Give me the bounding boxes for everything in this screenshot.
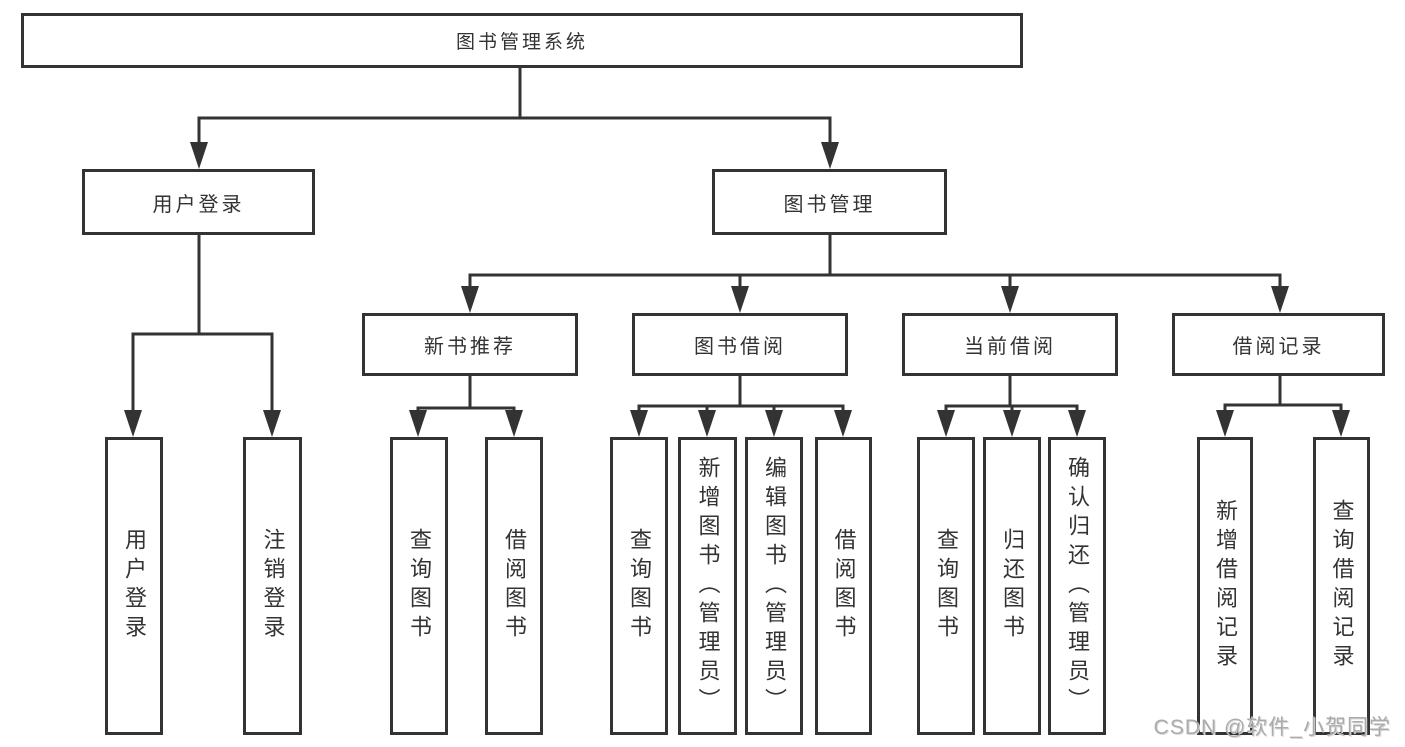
arrowhead-icon bbox=[821, 142, 839, 169]
arrowhead-icon bbox=[461, 286, 479, 313]
node-leaf-query-books-2: 查询图书 bbox=[610, 437, 668, 735]
arrowhead-icon bbox=[190, 142, 208, 169]
node-leaf-add-record: 新增借阅记录 bbox=[1197, 437, 1253, 735]
arrowhead-icon bbox=[1003, 410, 1021, 437]
node-leaf-return-books: 归还图书 bbox=[983, 437, 1041, 735]
node-leaf-user-login: 用户登录 bbox=[105, 437, 163, 735]
node-book-management: 图书管理 bbox=[712, 169, 947, 235]
node-new-book-recommend: 新书推荐 bbox=[362, 313, 578, 376]
arrowhead-icon bbox=[731, 286, 749, 313]
arrowhead-icon bbox=[409, 410, 427, 437]
arrowhead-icon bbox=[834, 410, 852, 437]
node-leaf-query-record: 查询借阅记录 bbox=[1313, 437, 1370, 735]
node-borrowing-records: 借阅记录 bbox=[1172, 313, 1385, 376]
arrowhead-icon bbox=[1001, 286, 1019, 313]
node-leaf-logout: 注销登录 bbox=[243, 437, 302, 735]
node-current-borrowing: 当前借阅 bbox=[902, 313, 1118, 376]
arrowhead-icon bbox=[1271, 286, 1289, 313]
node-book-borrowing: 图书借阅 bbox=[632, 313, 848, 376]
node-leaf-borrow-books-1: 借阅图书 bbox=[485, 437, 543, 735]
node-leaf-edit-books: 编辑图书（管理员） bbox=[745, 437, 803, 735]
node-leaf-add-books: 新增图书（管理员） bbox=[678, 437, 737, 735]
arrowhead-icon bbox=[263, 410, 281, 437]
arrowhead-icon bbox=[1332, 410, 1350, 437]
arrowhead-icon bbox=[505, 410, 523, 437]
arrowhead-icon bbox=[937, 410, 955, 437]
arrowhead-icon bbox=[765, 410, 783, 437]
node-user-login: 用户登录 bbox=[82, 169, 315, 235]
arrowhead-icon bbox=[1068, 410, 1086, 437]
arrowhead-icon bbox=[124, 410, 142, 437]
arrowhead-icon bbox=[630, 410, 648, 437]
node-leaf-confirm-return: 确认归还（管理员） bbox=[1048, 437, 1106, 735]
arrowhead-icon bbox=[698, 410, 716, 437]
arrowhead-icon bbox=[1216, 410, 1234, 437]
watermark: CSDN @软件_小贺同学 bbox=[1153, 716, 1391, 739]
node-root: 图书管理系统 bbox=[21, 13, 1023, 68]
node-leaf-borrow-books-2: 借阅图书 bbox=[815, 437, 872, 735]
node-leaf-query-books-1: 查询图书 bbox=[390, 437, 448, 735]
node-leaf-query-books-3: 查询图书 bbox=[917, 437, 975, 735]
